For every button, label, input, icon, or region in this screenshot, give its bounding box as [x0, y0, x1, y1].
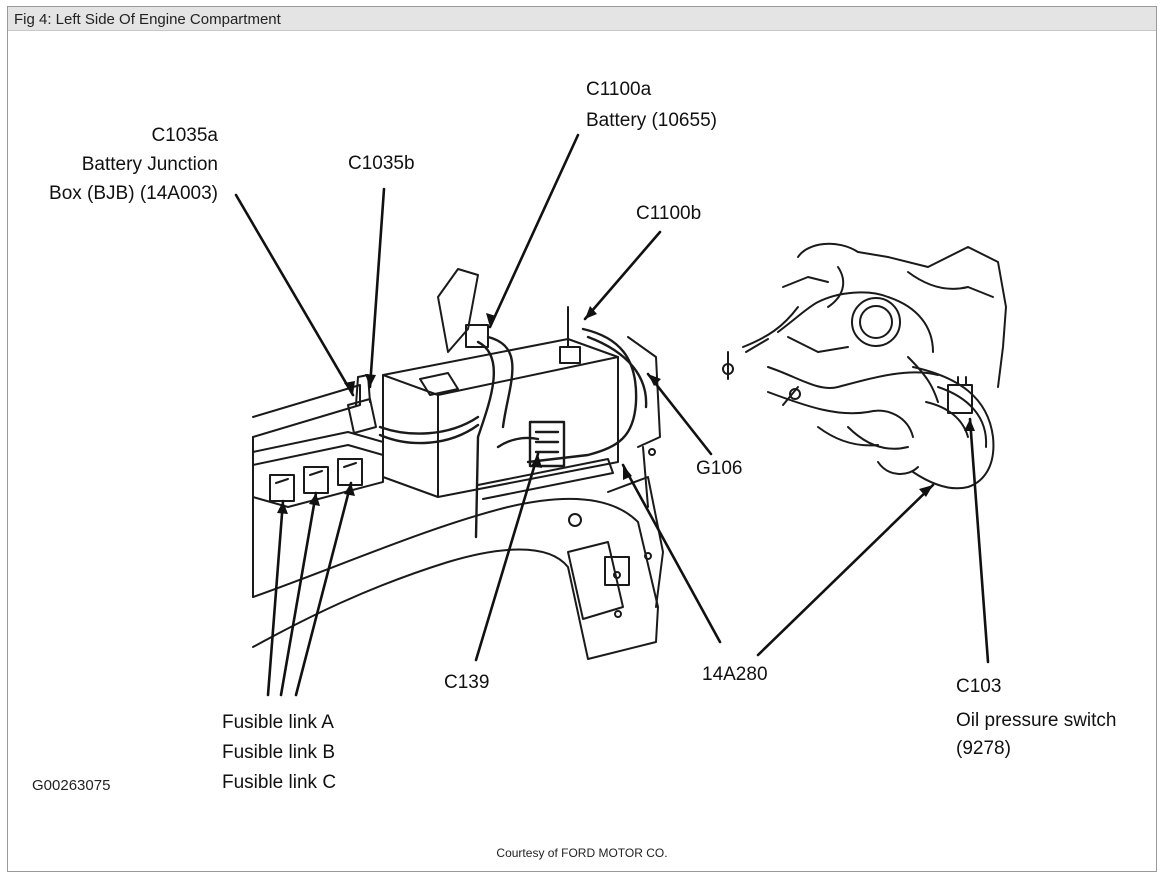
leader-14a280-left: [621, 463, 722, 644]
leader-c1035a: [234, 193, 355, 397]
label-c103-code: C103: [956, 676, 1002, 697]
leader-c139: [474, 452, 540, 662]
image-code: G00263075: [32, 777, 111, 794]
fender-panel: [252, 336, 664, 660]
battery-junction-box: [252, 374, 384, 508]
leader-fusible-c: [294, 481, 353, 697]
leader-fusible-a: [266, 499, 285, 697]
label-c1035a-line1: Battery Junction: [81, 154, 218, 175]
engine-block: [722, 242, 1007, 490]
label-fusible-link-a: Fusible link A: [222, 712, 334, 733]
label-c1100b: C1100b: [636, 203, 702, 224]
figure-title-bar: Fig 4: Left Side Of Engine Compartment: [8, 7, 1156, 31]
label-c103-line2: (9278): [956, 738, 1011, 759]
leader-c1035b: [368, 187, 386, 389]
leader-c1100a: [488, 133, 580, 329]
label-14a280: 14A280: [702, 664, 768, 685]
label-c1100a-code: C1100a: [586, 79, 652, 100]
label-fusible-link-c: Fusible link C: [222, 772, 337, 793]
leader-fusible-b: [279, 491, 318, 697]
label-c103-line1: Oil pressure switch: [956, 710, 1117, 731]
figure-title: Fig 4: Left Side Of Engine Compartment: [14, 11, 281, 28]
credit-text: Courtesy of FORD MOTOR CO.: [496, 846, 668, 860]
leader-g106: [646, 372, 713, 456]
label-c139: C139: [444, 672, 490, 693]
figure-frame: Fig 4: Left Side Of Engine Compartment: [7, 6, 1157, 872]
label-g106: G106: [696, 458, 743, 479]
label-fusible-link-b: Fusible link B: [222, 742, 335, 763]
battery-cables: [378, 327, 648, 539]
leader-c103: [968, 417, 990, 664]
engine-compartment-illustration: [234, 133, 1007, 697]
leader-14a280-right: [756, 483, 935, 657]
leader-c1100b: [583, 230, 662, 321]
label-c1035b: C1035b: [348, 153, 415, 174]
label-c1035a-code: C1035a: [151, 125, 218, 146]
label-c1035a-line2: Box (BJB) (14A003): [49, 183, 218, 204]
label-c1100a-desc: Battery (10655): [586, 110, 717, 131]
